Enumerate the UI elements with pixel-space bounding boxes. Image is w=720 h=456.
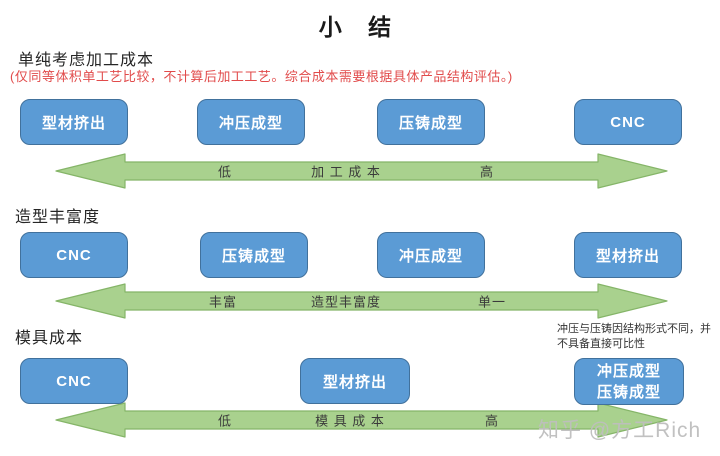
axis-label-high: 高 [484,413,500,429]
process-box-cnc: CNC [20,358,128,404]
section-heading-shape-richness: 造型丰富度 [15,209,101,226]
axis-label-center: 造型丰富度 [310,294,382,310]
double-arrow-icon [55,402,668,438]
section-heading-processing-cost: 单纯考虑加工成本 [18,52,155,69]
mold-cost-axis: 低 模 具 成 本 高 [55,402,668,438]
zhihu-watermark: 知乎 @方工Rich [538,419,702,442]
double-arrow-icon [55,153,668,189]
combined-box-line1: 冲压成型 [596,362,661,380]
axis-label-center: 模 具 成 本 [315,413,385,429]
axis-label-low: 低 [217,413,233,429]
axis-label-low: 低 [217,164,233,180]
process-box-extrusion: 型材挤出 [300,358,410,404]
axis-label-rich: 丰富 [208,294,238,310]
combined-box-line2: 压铸成型 [596,383,661,401]
axis-label-single: 单一 [477,294,507,310]
process-box-cnc: CNC [20,232,128,278]
axis-label-center: 加 工 成 本 [311,164,381,180]
process-box-stamping: 冲压成型 [377,232,485,278]
double-arrow-icon [55,283,668,319]
page-title: 小 结 [318,14,402,40]
process-box-stamping-die-casting: 冲压成型 压铸成型 [574,358,684,405]
processing-cost-axis: 低 加 工 成 本 高 [55,153,668,189]
process-box-stamping: 冲压成型 [197,99,305,145]
shape-richness-axis: 丰富 造型丰富度 单一 [55,283,668,319]
axis-label-high: 高 [479,164,495,180]
comparability-note: 冲压与压铸因结构形式不同，并不具备直接可比性 [557,323,711,350]
process-box-cnc: CNC [574,99,682,145]
processing-cost-note: (仅同等体积单工艺比较，不计算后加工工艺。综合成本需要根据具体产品结构评估。) [10,69,513,84]
section-heading-mold-cost: 模具成本 [15,330,84,347]
process-box-extrusion: 型材挤出 [20,99,128,145]
process-box-extrusion: 型材挤出 [574,232,682,278]
process-box-die-casting: 压铸成型 [200,232,308,278]
process-box-die-casting: 压铸成型 [377,99,485,145]
